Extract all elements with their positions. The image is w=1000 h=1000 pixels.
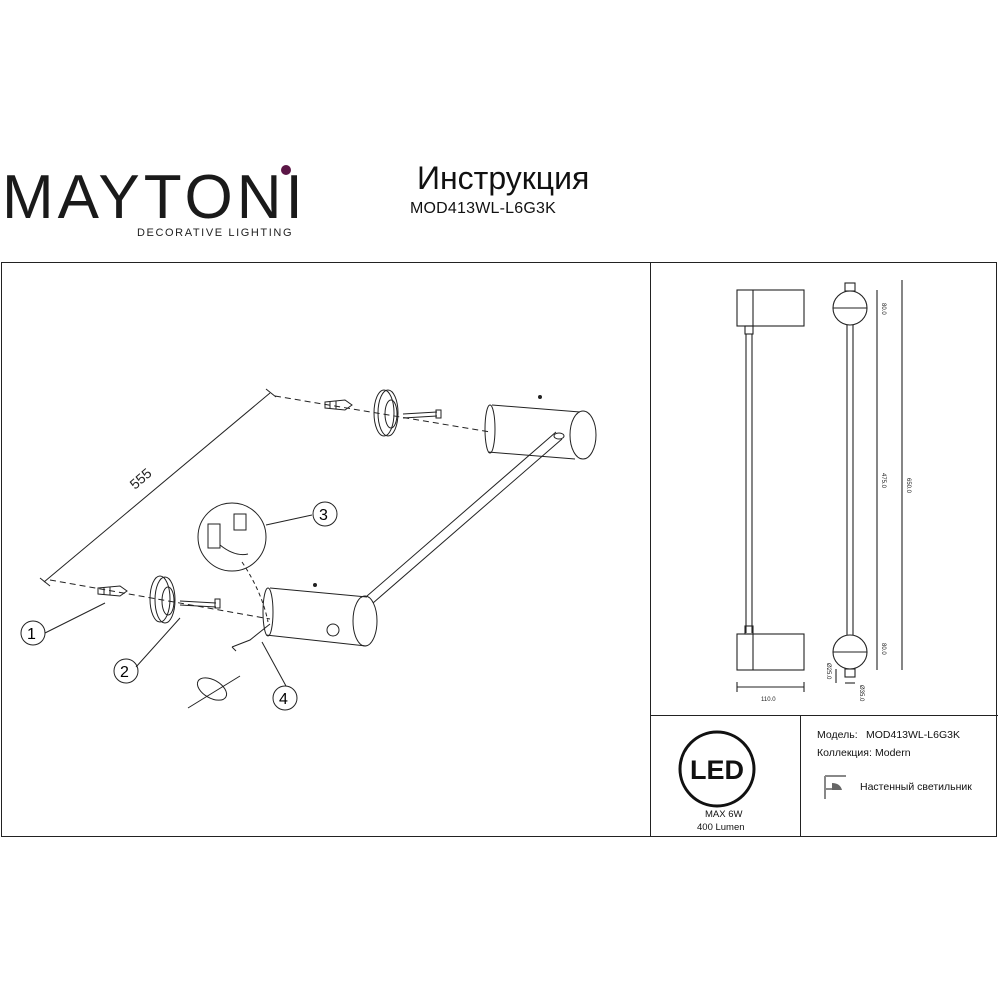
dim-bottom: 80.0	[880, 643, 886, 655]
info-divider	[800, 715, 801, 837]
callout-2	[113, 658, 139, 684]
collection-label: Коллекция:	[817, 747, 872, 759]
brand-i-dot	[281, 165, 291, 175]
frame-divider-vertical	[650, 262, 651, 837]
max-power: MAX 6W	[705, 809, 743, 820]
callout-3	[312, 501, 338, 527]
top-screw	[402, 409, 442, 419]
brand-logo: MAYTONI	[2, 163, 303, 236]
dim-width: 110.0	[761, 697, 776, 703]
led-icon: LED	[678, 730, 756, 808]
front-view	[832, 282, 868, 684]
model-value: MOD413WL-L6G3K	[866, 729, 960, 741]
bottom-fixture-body	[262, 583, 378, 647]
brand-tagline: DECORATIVE LIGHTING	[137, 227, 294, 239]
frame-divider-horizontal	[650, 715, 998, 716]
dim-total: 650.0	[905, 478, 911, 494]
fixture-type: Настенный светильник	[860, 781, 972, 793]
connector-detail	[197, 502, 269, 623]
callout-label-2: 2	[120, 664, 129, 681]
dimension-label: 555	[126, 465, 154, 493]
drawing-frame	[1, 262, 997, 837]
top-mounting-plate	[373, 389, 399, 437]
rotation-arrow	[187, 675, 241, 709]
dim-dia-small: Ø25.0	[825, 663, 831, 680]
callout-label-4: 4	[279, 691, 288, 708]
callout-4	[272, 685, 298, 711]
dim-dia-large: Ø35.0	[858, 685, 864, 702]
top-wall-anchor	[324, 399, 353, 411]
collection-value: Modern	[875, 747, 911, 759]
side-view	[736, 289, 805, 692]
lumen-output: 400 Lumen	[697, 822, 745, 833]
light-rod	[366, 431, 565, 604]
callout-label-1: 1	[27, 626, 36, 643]
assembly-drawing: 555 1 2 3 4	[20, 388, 597, 711]
dimension-line	[43, 392, 271, 583]
bottom-wall-anchor	[97, 585, 128, 597]
led-badge-text: LED	[690, 755, 744, 785]
callout-1	[20, 620, 46, 646]
dim-top: 80.0	[880, 303, 886, 315]
maytoni-wordmark: MAYTONI	[2, 163, 303, 232]
technical-drawing: 110.0 650.0 475.0 80.0 80.0 Ø25.0 Ø35.0	[736, 280, 911, 703]
brand-word: MAYTONI	[2, 164, 302, 226]
page-title: Инструкция	[417, 160, 590, 196]
header-model: MOD413WL-L6G3K	[410, 200, 556, 217]
bottom-screw	[179, 598, 221, 609]
callout-label-3: 3	[319, 507, 328, 524]
model-label: Модель:	[817, 729, 858, 741]
top-fixture-body	[484, 395, 597, 460]
dim-middle: 475.0	[880, 473, 886, 489]
bottom-mounting-plate	[149, 575, 176, 624]
hex-key	[231, 623, 271, 652]
wall-lamp-icon	[824, 775, 846, 799]
